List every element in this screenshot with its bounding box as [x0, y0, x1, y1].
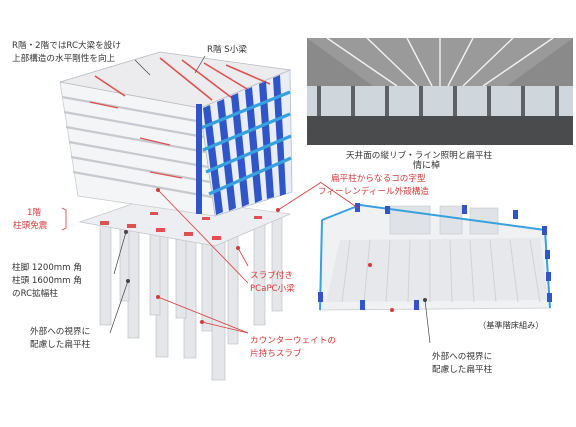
- roof-red-beams: [94, 57, 271, 101]
- label-slab-beam-line1: スラブ付き: [250, 271, 293, 281]
- label-r2-beam-line1: R階・2階ではRC大梁を設け: [12, 41, 121, 51]
- pilotis-columns: [99, 214, 283, 381]
- label-ceiling-caption: 天井面の縦リブ・ライン照明と扁平柱: [346, 151, 493, 161]
- label-r-small-beam: R階 S小梁: [207, 45, 247, 55]
- label-flat-column-right-line1: 外部への視界に: [432, 352, 493, 362]
- label-counterweight-line1: カウンターウェイトの: [250, 336, 336, 346]
- label-vierendeel-line2: フィーレンディール外殻構造: [318, 187, 429, 197]
- front-edge-columns: [196, 104, 202, 214]
- label-vierendeel-line1: 扁平柱からなるコの字型: [331, 174, 426, 184]
- isolation-caps: [100, 212, 262, 240]
- label-slab-beam-line2: PCaPC小梁: [250, 284, 295, 294]
- label-flat-column-left-line1: 外部への視界に: [30, 327, 91, 337]
- label-counterweight-line2: 片持ちスラブ: [250, 349, 302, 359]
- label-flat-column-right-line2: 配慮した扁平柱: [432, 365, 493, 375]
- side-beams-lightblue: [200, 90, 292, 196]
- label-floor1-line1: 1階: [27, 208, 42, 218]
- label-floor-framing: （基準階床組み）: [478, 320, 544, 330]
- floor-plates: [61, 95, 213, 199]
- pcapc-ribs: [341, 239, 541, 303]
- label-rc-column-line1: 柱脚 1200mm 角: [12, 263, 82, 273]
- label-floor1-line2: 柱頭免震: [13, 221, 48, 231]
- label-rc-column-line3: のRC拡幅柱: [12, 289, 58, 299]
- front-red-beams: [89, 101, 183, 179]
- label-rc-column-line2: 柱頭 1600mm 角: [12, 276, 82, 286]
- label-sign-text: 情に棹: [413, 161, 441, 171]
- label-r2-beam-line2: 上部構造の水平剛性を向上: [12, 54, 116, 64]
- label-flat-column-left-line2: 配慮した扁平柱: [30, 340, 91, 350]
- ceiling-photo: [307, 38, 573, 145]
- roof-slab: [59, 51, 292, 109]
